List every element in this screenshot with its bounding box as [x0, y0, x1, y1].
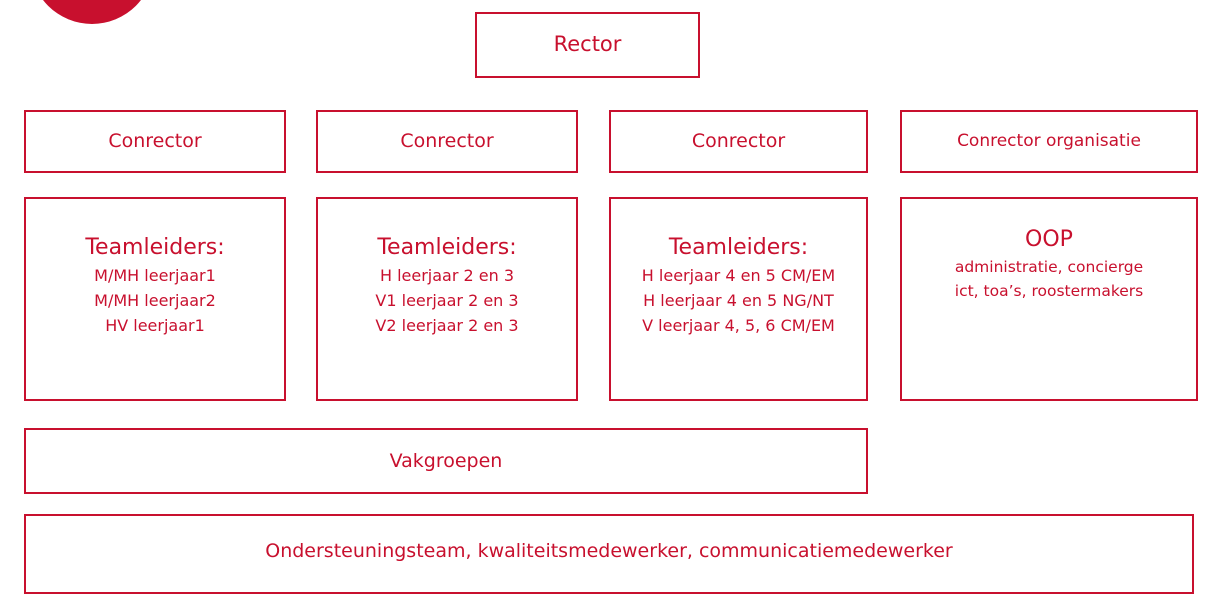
team-box-3: Teamleiders: H leerjaar 4 en 5 CM/EM H l… [609, 197, 868, 401]
team-title: Teamleiders: [668, 235, 809, 260]
team-line: M/MH leerjaar2 [94, 291, 216, 311]
conrector-label: Conrector [691, 130, 786, 153]
conrector-label: Conrector [400, 130, 494, 153]
team-line: H leerjaar 4 en 5 NG/NT [643, 291, 834, 311]
ondersteuning-box: Ondersteuningsteam, kwaliteitsmedewerker… [24, 514, 1194, 594]
team-line: V1 leerjaar 2 en 3 [375, 291, 519, 311]
oop-box: OOP administratie, concierge ict, toa’s,… [900, 197, 1198, 401]
ondersteuning-label: Ondersteuningsteam, kwaliteitsmedewerker… [265, 540, 953, 562]
team-box-1: Teamleiders: M/MH leerjaar1 M/MH leerjaa… [24, 197, 286, 401]
team-title: Teamleiders: [85, 235, 225, 260]
conrector-box-1: Conrector [24, 110, 286, 173]
rector-label: Rector [553, 32, 622, 57]
team-line: HV leerjaar1 [105, 315, 205, 335]
team-line: V2 leerjaar 2 en 3 [375, 315, 519, 335]
team-line: H leerjaar 4 en 5 CM/EM [641, 266, 836, 286]
logo-circle [30, 0, 154, 24]
conrector-label: Conrector [108, 130, 202, 153]
vakgroepen-label: Vakgroepen [389, 449, 503, 472]
conrector-organisatie-box: Conrector organisatie [900, 110, 1198, 173]
team-line: V leerjaar 4, 5, 6 CM/EM [642, 315, 835, 335]
team-title: Teamleiders: [377, 235, 517, 260]
conrector-organisatie-label: Conrector organisatie [957, 131, 1141, 152]
oop-line: administratie, concierge [954, 258, 1144, 277]
oop-title: OOP [1025, 227, 1073, 252]
rector-box: Rector [475, 12, 700, 78]
oop-line: ict, toa’s, roostermakers [954, 281, 1144, 300]
team-line: H leerjaar 2 en 3 [379, 266, 515, 286]
vakgroepen-box: Vakgroepen [24, 428, 868, 494]
team-line: M/MH leerjaar1 [94, 266, 216, 286]
conrector-box-2: Conrector [316, 110, 578, 173]
team-box-2: Teamleiders: H leerjaar 2 en 3 V1 leerja… [316, 197, 578, 401]
conrector-box-3: Conrector [609, 110, 868, 173]
